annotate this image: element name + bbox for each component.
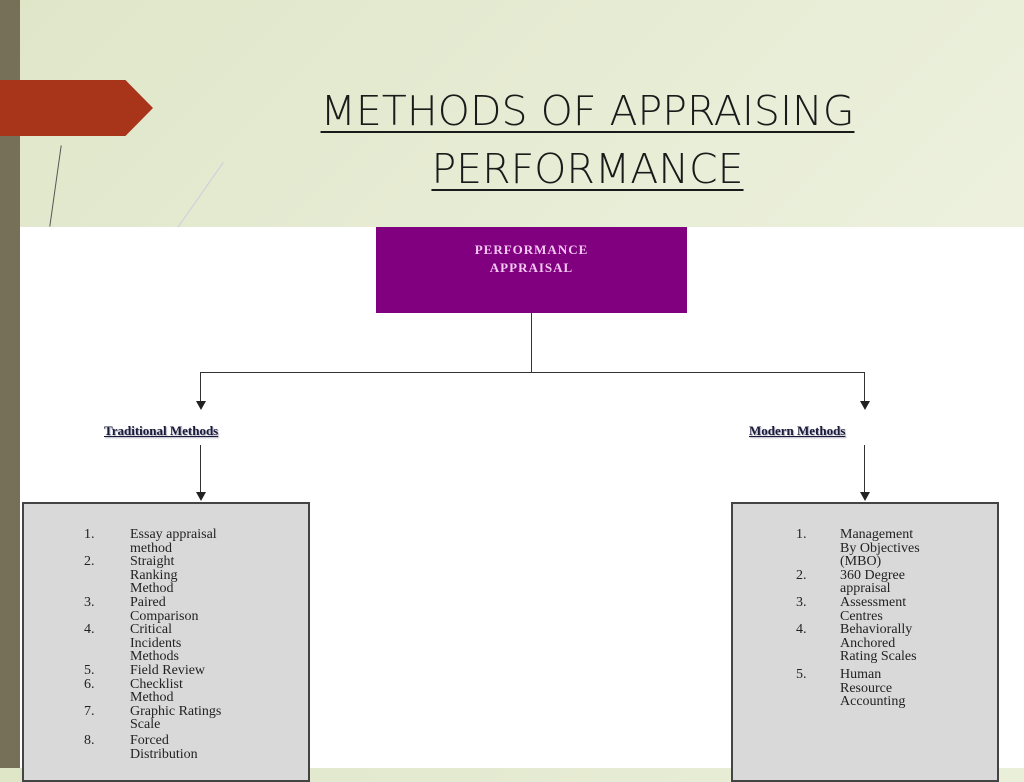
item-number: 5. (796, 667, 807, 682)
title-line-2: PERFORMANCE (431, 145, 744, 193)
left-accent-bar (0, 0, 20, 768)
item-text: 360 Degree (840, 567, 905, 583)
item-text: Method (130, 581, 174, 597)
slide-title: METHODS OF APPRAISING PERFORMANCE (230, 82, 945, 198)
item-number: 1. (796, 527, 807, 542)
item-text: Resource (840, 680, 893, 696)
item-text: Centres (840, 608, 883, 624)
root-label-line-1: PERFORMANCE (474, 242, 589, 257)
item-number: 4. (796, 622, 807, 638)
item-text: Ranking (130, 567, 178, 583)
item-number: 3. (796, 595, 807, 610)
item-text: Straight (130, 554, 175, 570)
arrowhead (860, 492, 870, 501)
item-number: 7. (84, 703, 95, 719)
traditional-methods-label: Traditional Methods (104, 423, 219, 438)
item-text: Anchored (840, 635, 896, 651)
item-text: Methods (130, 649, 179, 665)
item-text: Checklist (130, 676, 183, 692)
item-number: 8. (84, 733, 95, 748)
item-text: Paired (130, 595, 166, 610)
modern-methods-label: Modern Methods (749, 423, 846, 438)
item-text: Scale (130, 717, 161, 733)
item-text: Essay appraisal (130, 527, 217, 542)
connector (200, 445, 201, 492)
title-arrow-shape (0, 80, 153, 136)
arrowhead (860, 401, 870, 410)
item-text: Forced (130, 733, 169, 748)
item-text: Field Review (130, 663, 206, 678)
title-line-1: METHODS OF APPRAISING (320, 87, 855, 135)
root-node: PERFORMANCE APPRAISAL (376, 227, 687, 313)
item-text: Incidents (130, 635, 182, 651)
item-text: method (130, 540, 172, 556)
connector (200, 372, 201, 402)
item-text: By Objectives (840, 540, 920, 556)
arrowhead (196, 401, 206, 410)
connector (531, 313, 532, 372)
connector (864, 372, 865, 402)
item-number: 2. (84, 554, 95, 570)
item-text: Accounting (840, 694, 906, 710)
item-text: appraisal (840, 581, 891, 597)
item-number: 6. (84, 676, 95, 692)
item-text: Management (840, 527, 914, 542)
item-text: Rating Scales (840, 649, 917, 665)
item-number: 3. (84, 595, 95, 610)
decorative-line (177, 161, 224, 229)
item-number: 4. (84, 622, 95, 638)
item-text: Critical (130, 622, 172, 638)
arrowhead (196, 492, 206, 501)
appraisal-diagram: PERFORMANCE APPRAISAL Traditional Method… (20, 227, 1024, 782)
item-text: Method (130, 690, 174, 706)
connector (200, 372, 865, 373)
item-text: Distribution (130, 746, 198, 762)
item-text: (MBO) (840, 554, 882, 570)
item-text: Behaviorally (840, 622, 913, 638)
item-text: Assessment (840, 595, 907, 610)
item-number: 2. (796, 567, 807, 583)
item-number: 1. (84, 527, 95, 542)
connector (864, 445, 865, 492)
decorative-line (49, 145, 62, 227)
item-number: 5. (84, 663, 95, 678)
item-text: Comparison (130, 608, 199, 624)
root-label-line-2: APPRAISAL (489, 260, 574, 275)
item-text: Graphic Ratings (130, 703, 222, 719)
item-text: Human (840, 667, 882, 682)
